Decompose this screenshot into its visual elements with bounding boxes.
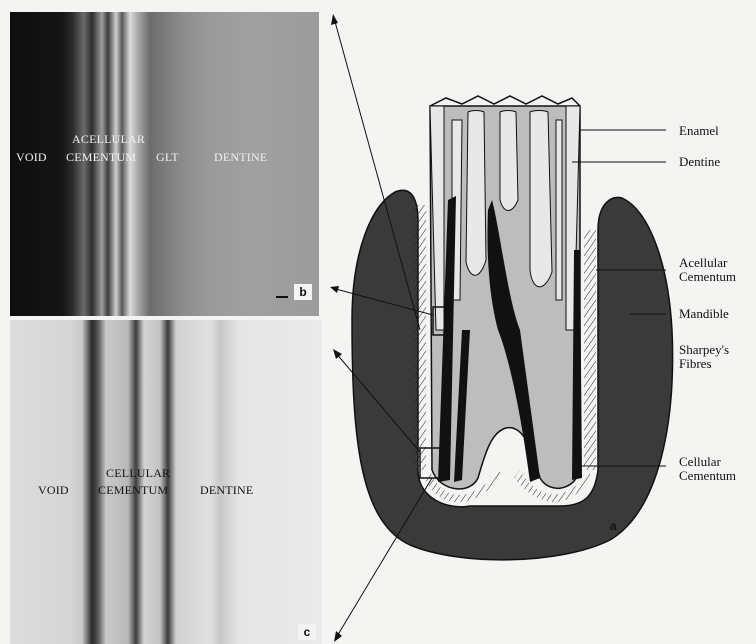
arrow-head-b (330, 286, 339, 293)
crown-edge (430, 96, 580, 106)
mandible-label: Mandible (679, 307, 729, 321)
enamel-fold-2 (500, 111, 518, 211)
sharpeys-fibres-label-line2: Fibres (679, 357, 712, 371)
sharpeys-fibres-right (584, 230, 596, 470)
cellular-cementum-label-line2: Cementum (679, 469, 736, 483)
sharpeys-fibres-label-line1: Sharpey's (679, 343, 729, 357)
arrow-head-c (333, 349, 342, 359)
enamel-fold-1 (466, 111, 486, 276)
dentine-label: Dentine (679, 155, 720, 169)
enamel-fold-3 (530, 111, 552, 287)
cellular-cementum-label-line1: Cellular (679, 455, 721, 469)
diagram-letter-a: a (610, 519, 617, 533)
acellular-cementum-label-line1: Acellular (679, 256, 727, 270)
arrow-head-top (331, 14, 338, 25)
enamel-inner-right (556, 120, 562, 300)
acellular-cementum-label-line2: Cementum (679, 270, 736, 284)
arrow-head-bottom (334, 631, 342, 642)
sharpeys-fibres-left (414, 205, 426, 470)
enamel-label: Enamel (679, 124, 719, 138)
